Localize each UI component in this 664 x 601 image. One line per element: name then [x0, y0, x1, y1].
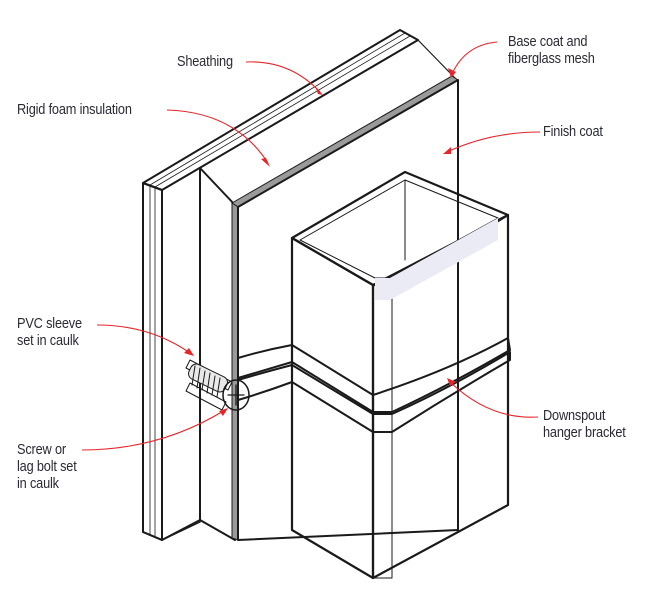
leader-pvc-sleeve [96, 324, 191, 354]
callout-screw: Screw or lag bolt set in caulk [17, 442, 77, 492]
leader-lines [81, 41, 541, 451]
leader-hanger-bracket [449, 381, 539, 418]
downspout [290, 170, 510, 580]
leader-sheathing [245, 61, 321, 93]
pvc-sleeve-and-screw [185, 359, 250, 411]
leader-rigid-foam [166, 109, 269, 164]
callout-pvc-sleeve: PVC sleeve set in caulk [17, 316, 82, 349]
leader-finish-coat [446, 131, 541, 153]
callout-finish-coat: Finish coat [543, 124, 603, 140]
leader-base-coat [451, 41, 498, 75]
hanger-bracket [237, 337, 511, 433]
callout-hanger-bracket: Downspout hanger bracket [543, 408, 626, 441]
sheathing-panel [142, 29, 419, 541]
phillips-head-icon [227, 384, 245, 406]
callout-base-coat: Base coat and fiberglass mesh [508, 34, 595, 67]
callout-sheathing: Sheathing [177, 54, 233, 70]
leader-screw [81, 409, 226, 451]
callout-rigid-foam: Rigid foam insulation [17, 102, 132, 118]
finish-coat-layer [237, 79, 459, 541]
